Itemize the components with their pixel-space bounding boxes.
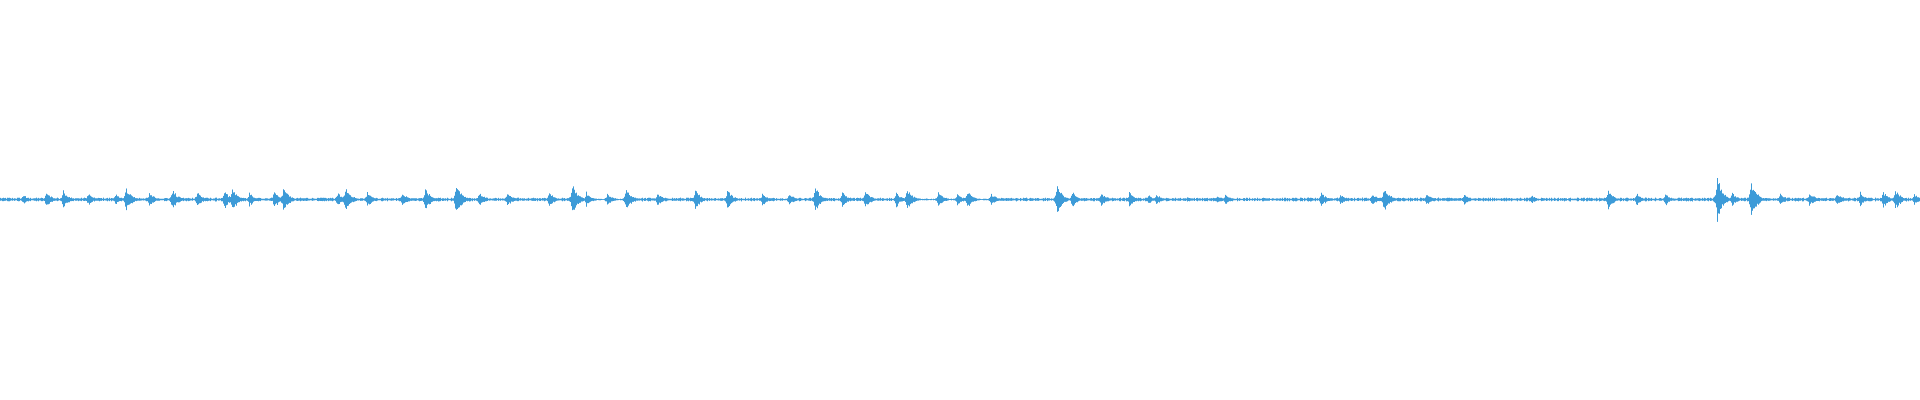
waveform-peaks xyxy=(0,178,1920,222)
